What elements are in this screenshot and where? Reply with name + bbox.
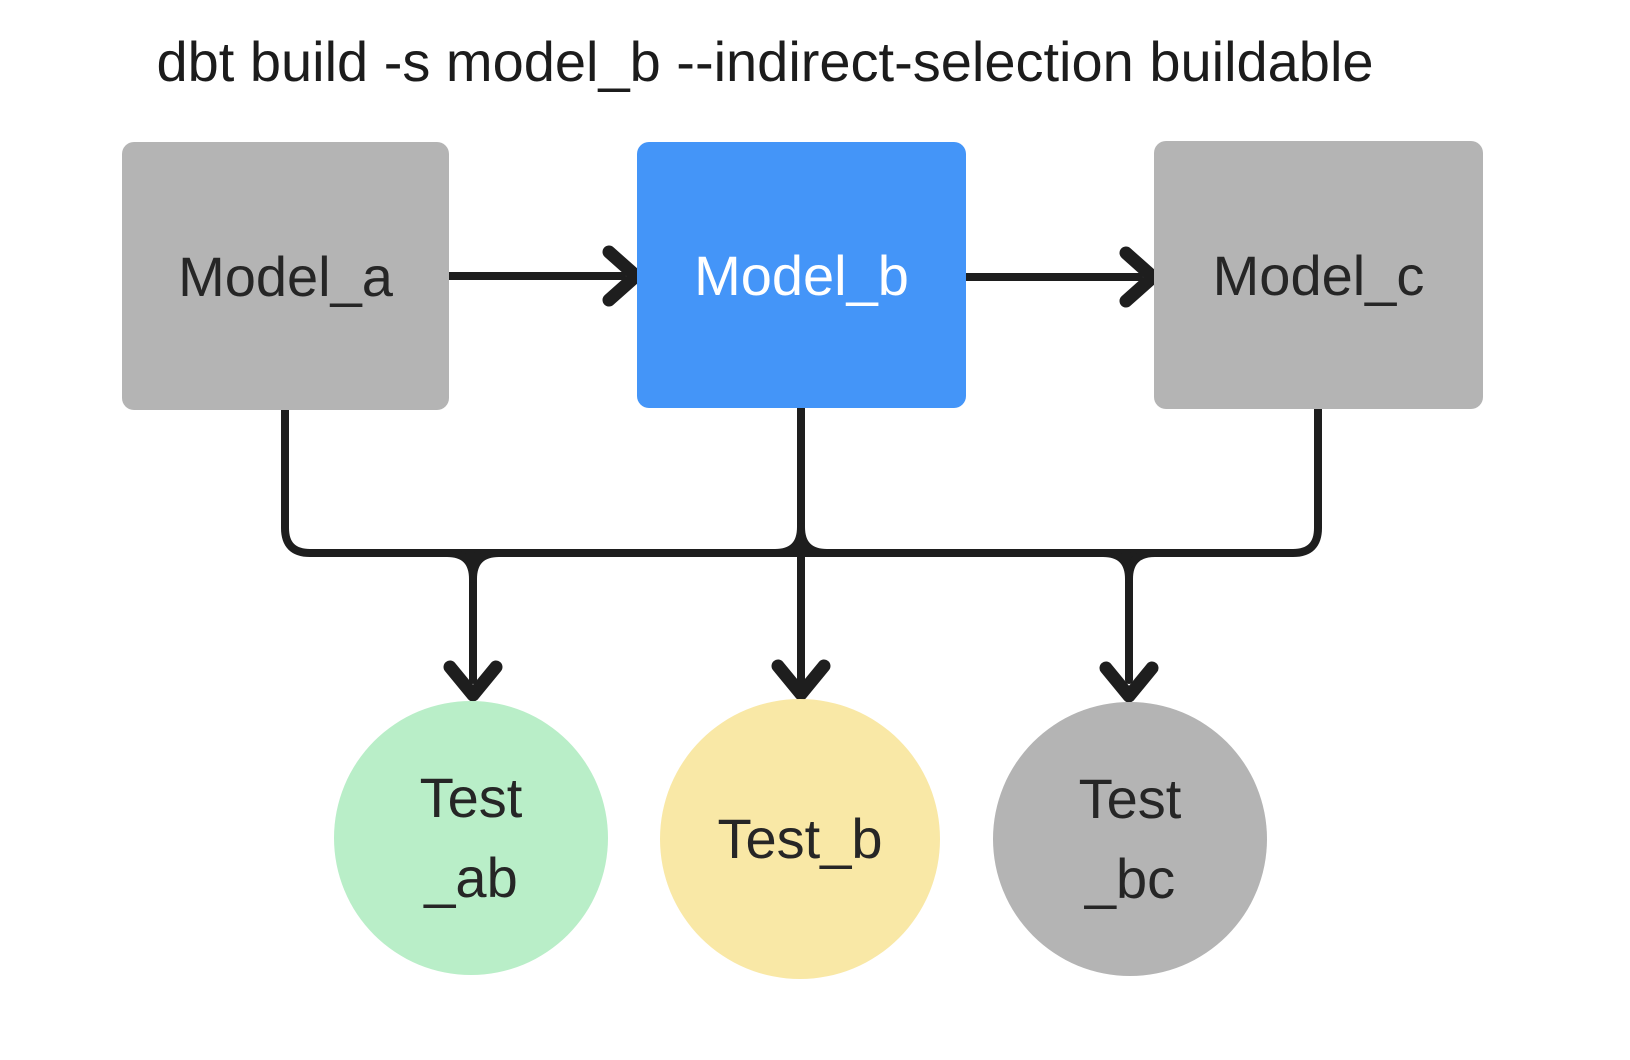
- arrowhead-down-icon: [1099, 661, 1159, 703]
- edge-trunk-to-test-ab: [443, 549, 503, 702]
- node-model-b-label: Model_b: [694, 243, 909, 307]
- arrowhead-right-icon: [1119, 246, 1160, 308]
- node-test-bc-label-line1: Test: [1078, 767, 1182, 830]
- edge-fillet: [797, 523, 831, 557]
- node-test-bc-label-line2: _bc: [1084, 847, 1176, 910]
- node-model-a: Model_a: [122, 142, 449, 410]
- node-test-ab-label-line2: _ab: [424, 846, 518, 909]
- node-test-b-label: Test_b: [717, 807, 883, 870]
- edge-fillet: [469, 549, 503, 583]
- node-model-a-label: Model_a: [178, 244, 393, 308]
- node-test-bc: Test _bc: [993, 702, 1267, 976]
- node-model-b: Model_b: [637, 142, 966, 408]
- diagram-title: dbt build -s model_b --indirect-selectio…: [156, 30, 1374, 93]
- node-model-c-label: Model_c: [1212, 243, 1425, 307]
- node-model-c: Model_c: [1154, 141, 1483, 409]
- arrowhead-down-icon: [443, 660, 503, 702]
- arrowhead-down-icon: [771, 659, 831, 701]
- edge-fillet: [1125, 549, 1159, 583]
- edge-model-b-to-model-c: [962, 246, 1160, 308]
- edge-model-b-to-test-b: [771, 402, 831, 701]
- arrowhead-right-icon: [602, 245, 643, 307]
- edge-trunk-to-test-bc: [1099, 549, 1159, 703]
- node-test-b: Test_b: [660, 699, 940, 979]
- node-test-ab: Test _ab: [334, 701, 608, 975]
- edge-fillet: [443, 549, 477, 583]
- edge-fillet: [771, 523, 805, 557]
- edge-model-a-to-model-b: [445, 245, 643, 307]
- edge-fillet: [1099, 549, 1133, 583]
- node-test-ab-label-line1: Test: [419, 766, 523, 829]
